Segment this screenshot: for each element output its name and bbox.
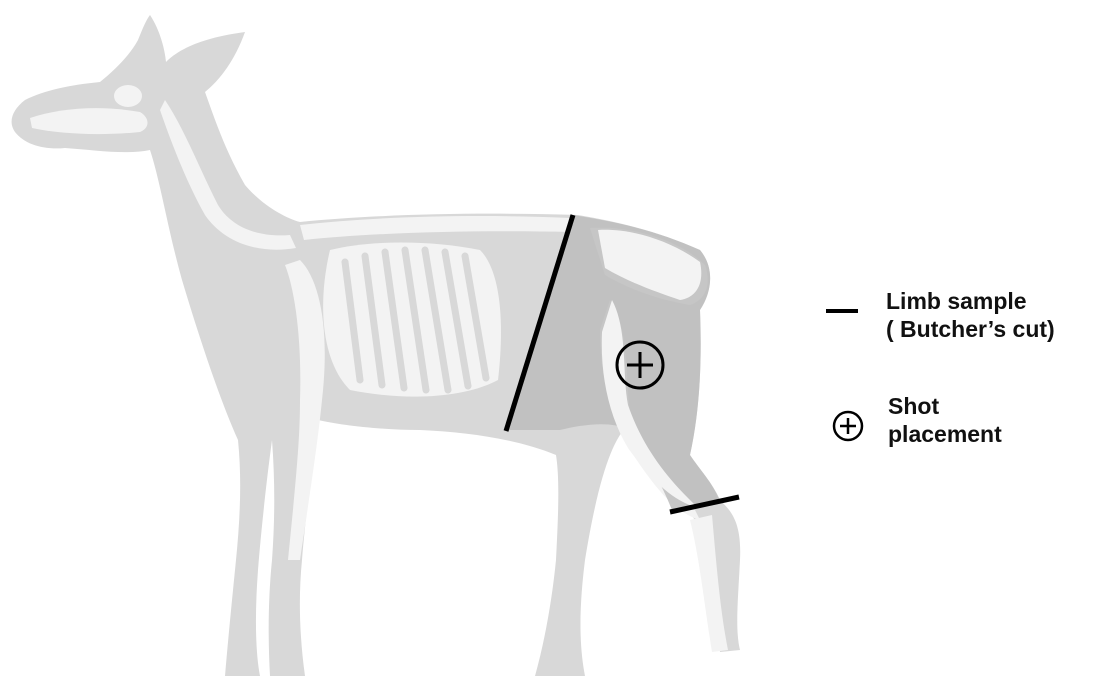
legend-limb-sample-line1: Limb sample bbox=[886, 287, 1055, 315]
crosshair-circle-icon bbox=[832, 410, 864, 442]
legend-limb-sample: Limb sample ( Butcher’s cut) bbox=[826, 287, 1055, 343]
cut-line-icon bbox=[826, 309, 858, 313]
legend-shot-placement-line2: placement bbox=[888, 420, 1002, 448]
legend-shot-placement: Shot placement bbox=[832, 392, 1002, 448]
legend-limb-sample-line2: ( Butcher’s cut) bbox=[886, 315, 1055, 343]
legend-shot-placement-line1: Shot bbox=[888, 392, 1002, 420]
